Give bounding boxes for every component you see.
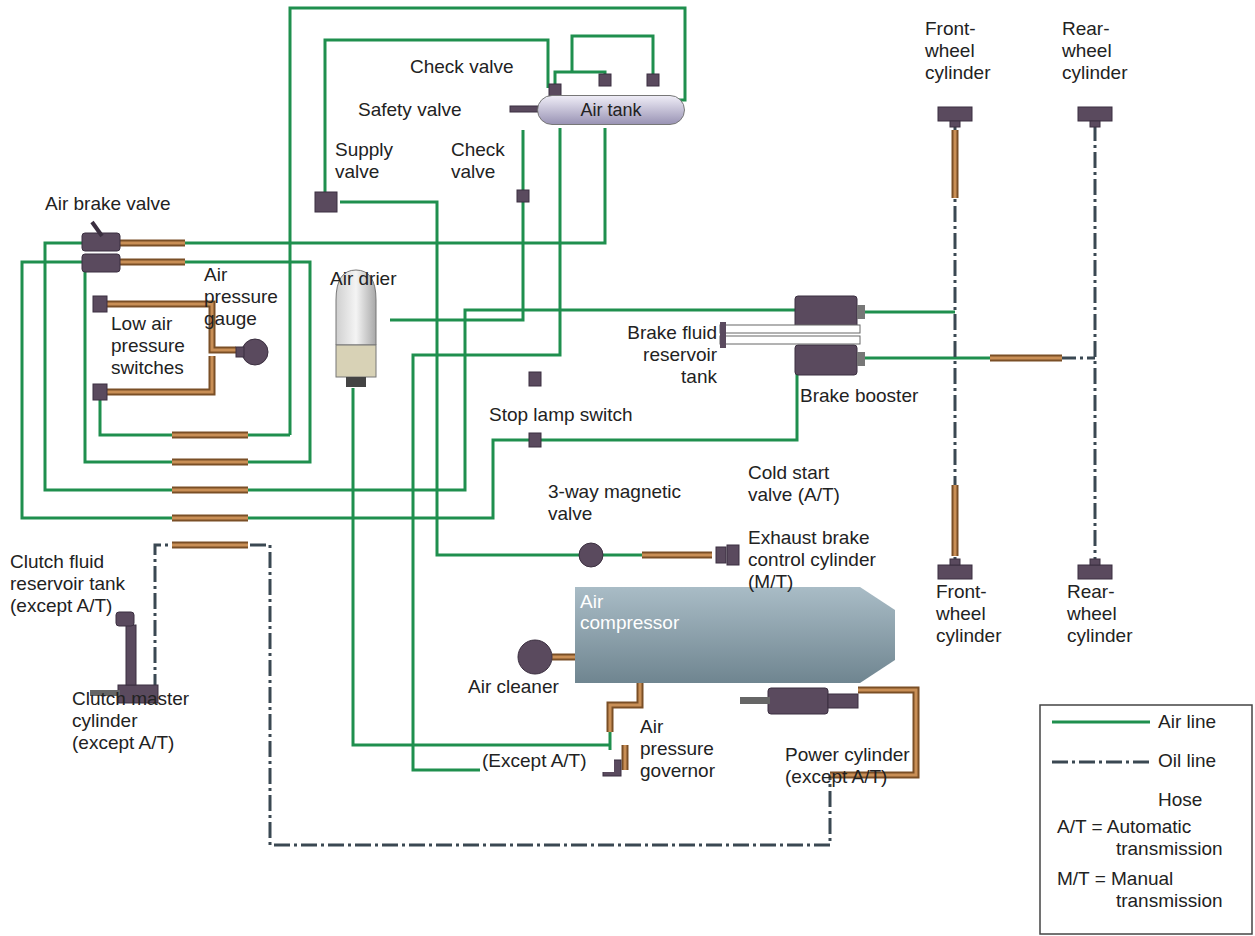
air-tank: Air tank [537, 95, 685, 125]
oil-lines [155, 125, 1095, 845]
hose [172, 515, 248, 522]
hose-highlight [172, 544, 248, 547]
hose-lines [107, 130, 1150, 800]
air-compressor-body [518, 587, 895, 683]
hose [120, 240, 185, 247]
part-label: Clutch fluid reservoir tank (except A/T) [10, 551, 145, 617]
power-cylinder [740, 688, 858, 714]
hose [990, 355, 1062, 362]
air-brake-valve [82, 222, 120, 272]
component-name: Air tank [580, 100, 641, 121]
part-label: Exhaust brake control cylinder (M/T) [748, 527, 883, 593]
hose [172, 432, 248, 439]
legend-text: Hose [1158, 789, 1202, 811]
hose [952, 485, 959, 556]
component-name: Air compressor [580, 591, 695, 633]
part-label: (Except A/T) [480, 750, 614, 772]
part-label: Clutch master cylinder (except A/T) [72, 688, 202, 754]
abbreviation-note: A/T = Automatic transmission [1057, 816, 1247, 860]
abbreviation-note: M/T = Manual transmission [1057, 868, 1247, 912]
part-label: Rear-wheel cylinder [1062, 18, 1152, 84]
hose [172, 487, 248, 494]
part-label: Front-wheel cylinder [936, 581, 1031, 647]
hose-highlight [172, 434, 248, 437]
legend-text: Oil line [1158, 750, 1216, 772]
wheel-cylinders [938, 107, 1112, 579]
hose-highlight [624, 745, 627, 770]
hose-highlight [954, 130, 957, 198]
magnetic-valve [579, 543, 603, 567]
part-label: 3-way magnetic valve [548, 481, 708, 525]
brake-booster [720, 296, 865, 375]
part-label: Air pressure gauge [204, 264, 284, 330]
part-label: Front-wheel cylinder [925, 18, 1025, 84]
hose [622, 745, 629, 770]
exhaust-brake-cylinder [716, 545, 739, 565]
hose [952, 130, 959, 198]
part-label: Power cylinder (except A/T) [785, 744, 925, 788]
part-label: Stop lamp switch [487, 404, 651, 426]
legend-frame [1040, 705, 1252, 934]
hose [172, 542, 248, 549]
hose [642, 552, 712, 559]
stop-lamp-switch [529, 372, 541, 386]
hose-highlight [954, 485, 957, 556]
part-label: Cold start valve (A/T) [748, 462, 858, 506]
hose-highlight [642, 554, 712, 557]
stop-lamp-switch [529, 433, 541, 447]
part-label: Rear-wheel cylinder [1067, 581, 1157, 647]
part-label: Air cleaner [468, 676, 588, 698]
hose-highlight [172, 517, 248, 520]
hose-highlight [172, 461, 248, 464]
part-label: Air drier [330, 268, 420, 290]
hose-highlight [172, 489, 248, 492]
part-label: Low air pressure switches [111, 313, 211, 379]
hose-highlight [990, 357, 1062, 360]
air-lines [22, 8, 990, 770]
air-compressor: Air compressor [575, 587, 760, 683]
part-label: Air pressure governor [640, 716, 730, 782]
hose-highlight [120, 261, 185, 264]
part-label: Supply valve [335, 139, 410, 183]
hose [120, 259, 185, 266]
part-label: Air brake valve [45, 193, 205, 215]
part-label: Safety valve [358, 99, 488, 121]
part-label: Brake booster [800, 385, 940, 407]
part-label: Check valve [410, 56, 540, 78]
part-label: Check valve [451, 139, 521, 183]
part-label: Brake fluid reservoir tank [612, 322, 717, 388]
legend-text: Air line [1158, 711, 1216, 733]
hose-highlight [120, 242, 185, 245]
hose [172, 459, 248, 466]
